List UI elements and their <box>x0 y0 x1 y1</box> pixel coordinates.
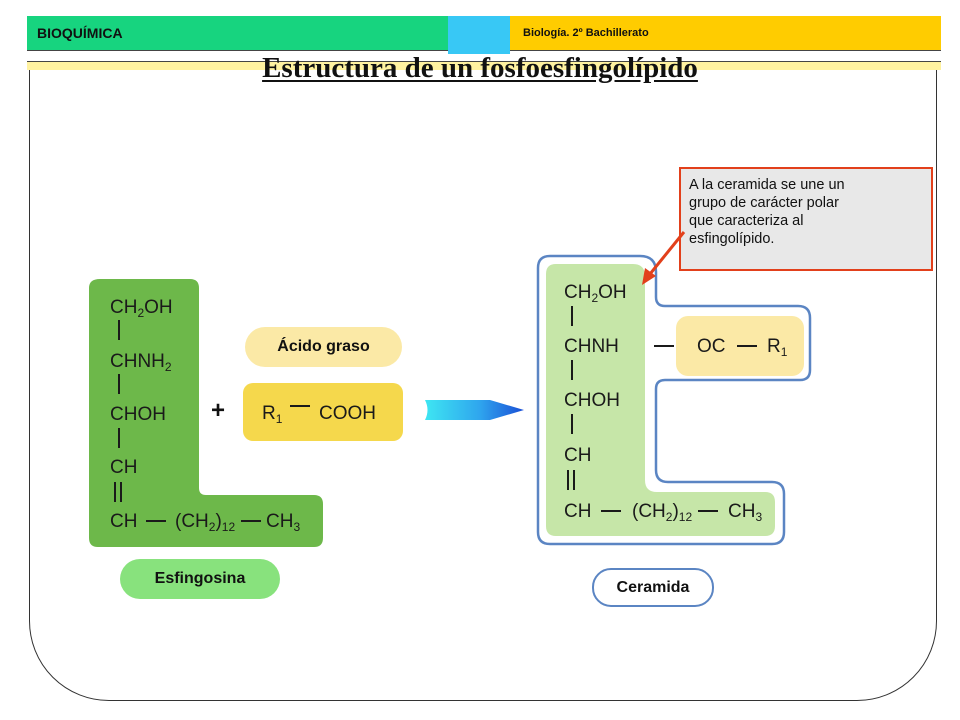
callout-line-1: A la ceramida se une un <box>689 177 845 193</box>
single-bond <box>601 510 621 512</box>
fatty-acid-r: R1 <box>262 403 283 426</box>
fatty-acid-label: Ácido graso <box>245 327 402 367</box>
single-bond <box>118 374 120 394</box>
callout-line-2: grupo de carácter polar <box>689 195 839 211</box>
single-bond <box>118 428 120 448</box>
fatty-acid-group: COOH <box>319 403 376 424</box>
ceramide-row-5: CH <box>564 501 592 522</box>
callout-line-4: esfingolípido. <box>689 231 775 247</box>
double-bond-line-1 <box>567 470 569 490</box>
ceramide-acyl-r: R1 <box>767 336 788 359</box>
callout-box: A la ceramida se une un grupo de carácte… <box>679 167 933 271</box>
single-bond <box>654 345 674 347</box>
reaction-arrow-icon <box>425 400 524 420</box>
header-band-yellow <box>510 16 941 50</box>
header-band-blue <box>448 16 510 54</box>
ceramide-label: Ceramida <box>592 568 714 607</box>
slide-title: Estructura de un fosfoesfingolípido <box>262 52 698 84</box>
double-bond-line-1 <box>114 482 116 502</box>
sphingosine-row-4: CH <box>110 457 138 478</box>
sphingosine-row-5: CH <box>110 511 138 532</box>
plus-sign: + <box>211 397 226 424</box>
ceramide-acyl-group: OC <box>697 336 726 357</box>
subject-label: BIOQUÍMICA <box>37 25 123 41</box>
single-bond <box>146 520 166 522</box>
ceramide-row-2: CHNH <box>564 336 619 357</box>
single-bond <box>737 345 757 347</box>
double-bond-line-2 <box>573 470 575 490</box>
single-bond <box>241 520 261 522</box>
fatty-acid-box <box>243 383 403 441</box>
single-bond <box>698 510 718 512</box>
sphingosine-chain-end: CH3 <box>266 511 301 534</box>
sphingosine-row-3: CHOH <box>110 404 166 425</box>
single-bond <box>571 360 573 380</box>
ceramide-chain-end: CH3 <box>728 501 763 524</box>
double-bond-line-2 <box>120 482 122 502</box>
callout-line-3: que caracteriza al <box>689 213 804 229</box>
ceramide-row-1: CH2OH <box>564 282 627 305</box>
ceramide-row-3: CHOH <box>564 390 620 411</box>
ceramide-chain-group: (CH2)12 <box>632 501 693 524</box>
header-band-pale <box>27 62 941 70</box>
course-label: Biología. 2º Bachillerato <box>523 27 649 39</box>
single-bond <box>571 306 573 326</box>
single-bond <box>571 414 573 434</box>
ceramide-row-4: CH <box>564 445 592 466</box>
sphingosine-chain-group: (CH2)12 <box>175 511 236 534</box>
header-band-green <box>27 16 448 50</box>
sphingosine-row-1: CH2OH <box>110 297 173 320</box>
single-bond <box>290 405 310 407</box>
single-bond <box>118 320 120 340</box>
sphingosine-row-2: CHNH2 <box>110 351 172 374</box>
sphingosine-label: Esfingosina <box>120 559 280 599</box>
